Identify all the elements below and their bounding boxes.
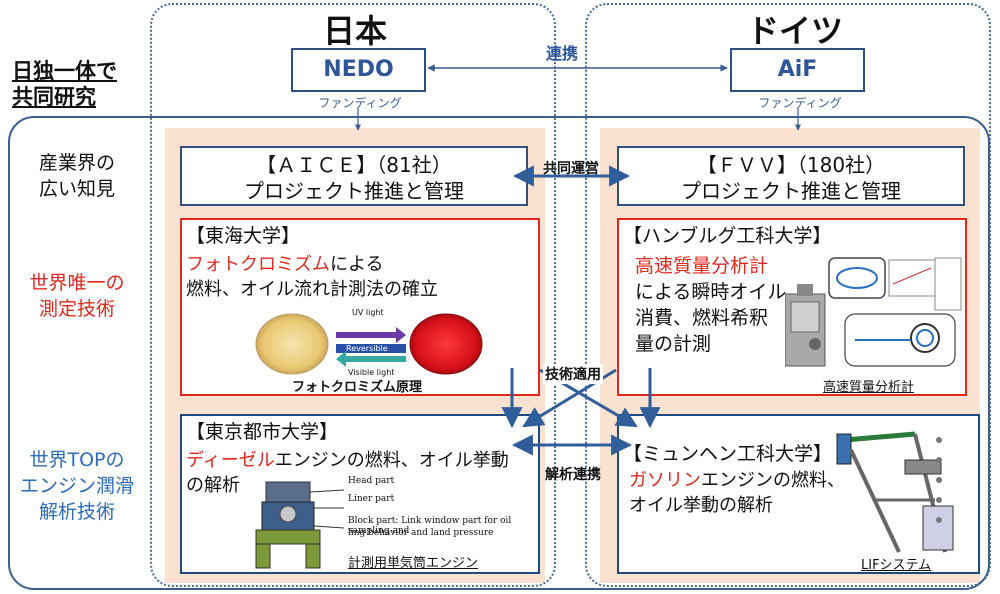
hamburg-line4: 量の計測	[635, 333, 712, 355]
row-label-measurement: 世界唯一の測定技術	[29, 272, 125, 320]
head-part-label: Head part	[348, 476, 395, 486]
reversible-label: Reversible	[346, 344, 388, 353]
tokai-line1: フォトクロミズムによる	[186, 254, 384, 275]
row-label-analysis: 世界TOPのエンジン潤滑解析技術	[19, 449, 134, 523]
hamburg-line1: 高速質量分析計	[635, 255, 769, 277]
left-title: 日独一体で 共同研究	[12, 58, 117, 110]
germany-frame	[585, 3, 991, 587]
aif-box: AiF	[730, 48, 865, 92]
joint-operation-label: 共同運営	[543, 161, 599, 177]
hamburg-box: 【ハンブルグ工科大学】 高速質量分析計 による瞬時オイル 消費、燃料希釈 量の計…	[617, 218, 967, 396]
liner-part-label: Liner part	[348, 494, 395, 504]
funding-left: ファンディング	[318, 96, 402, 110]
renkei-label: 連携	[546, 44, 579, 63]
aice-box: 【ＡＩＣＥ】（81社）プロジェクト推進と管理	[180, 146, 528, 206]
japan-frame	[150, 3, 556, 587]
left-title-line1: 日独一体で	[12, 59, 117, 83]
uv-arrow	[336, 327, 406, 343]
row-label-industry: 産業界の広い知見	[38, 152, 115, 200]
hamburg-title: 【ハンブルグ工科大学】	[623, 225, 832, 247]
engine-figure	[255, 481, 344, 569]
japan-heading: 日本	[322, 12, 387, 50]
tech-apply-label: 技術適用	[543, 364, 603, 384]
munich-line1: ガソリンエンジンの燃料、	[629, 470, 845, 491]
hamburg-line3: 消費、燃料希釈	[635, 307, 769, 329]
block-part-label-2: ling behavior and land pressure	[348, 528, 494, 538]
munich-box: 【ミュンヘン工科大学】 ガソリンエンジンの燃料、 オイル挙動の解析 LIFシステ…	[617, 414, 980, 574]
yellow-dish	[255, 313, 329, 375]
hamburg-line2: による瞬時オイル	[635, 281, 787, 303]
visible-arrow	[336, 351, 406, 367]
tokai-title: 【東海大学】	[186, 225, 301, 247]
tokai-line2: 燃料、オイル流れ計測法の確立	[186, 279, 438, 300]
mass-spectrometer-figure	[785, 257, 962, 367]
analysis-link-label: 解析連携	[545, 467, 601, 483]
munich-caption: LIFシステム	[861, 558, 932, 573]
tokai-box: 【東海大学】 フォトクロミズムによる 燃料、オイル流れ計測法の確立 UV lig…	[180, 218, 540, 396]
munich-title: 【ミュンヘン工科大学】	[623, 443, 833, 465]
red-dish	[409, 313, 483, 375]
visible-label: Visible light	[348, 368, 395, 377]
munich-line2: オイル挙動の解析	[629, 495, 773, 516]
uv-label: UV light	[352, 308, 384, 317]
left-title-line2: 共同研究	[12, 85, 96, 109]
collaboration-frame	[8, 116, 990, 590]
tmu-caption: 計測用単気筒エンジン	[348, 556, 479, 571]
nedo-box: NEDO	[291, 48, 426, 92]
lif-system-figure	[836, 431, 954, 553]
tmu-box: 【東京都市大学】 ディーゼルエンジンの燃料、オイル挙動 の解析 Head par…	[180, 414, 540, 574]
fvv-box: 【ＦＶＶ】（180社）プロジェクト推進と管理	[617, 146, 965, 206]
tmu-line2: の解析	[186, 475, 240, 496]
hamburg-caption: 高速質量分析計	[823, 380, 915, 395]
tmu-title: 【東京都市大学】	[186, 421, 339, 443]
photochromism-figure	[255, 313, 483, 375]
tokai-caption: フォトクロミズム原理	[292, 380, 423, 395]
block-part-label-1: Block part: Link window part for oil sam…	[348, 516, 512, 536]
tmu-line1: ディーゼルエンジンの燃料、オイル挙動	[186, 450, 509, 471]
funding-right: ファンディング	[758, 96, 842, 110]
reversible-band	[336, 344, 406, 353]
germany-heading: ドイツ	[746, 12, 843, 50]
